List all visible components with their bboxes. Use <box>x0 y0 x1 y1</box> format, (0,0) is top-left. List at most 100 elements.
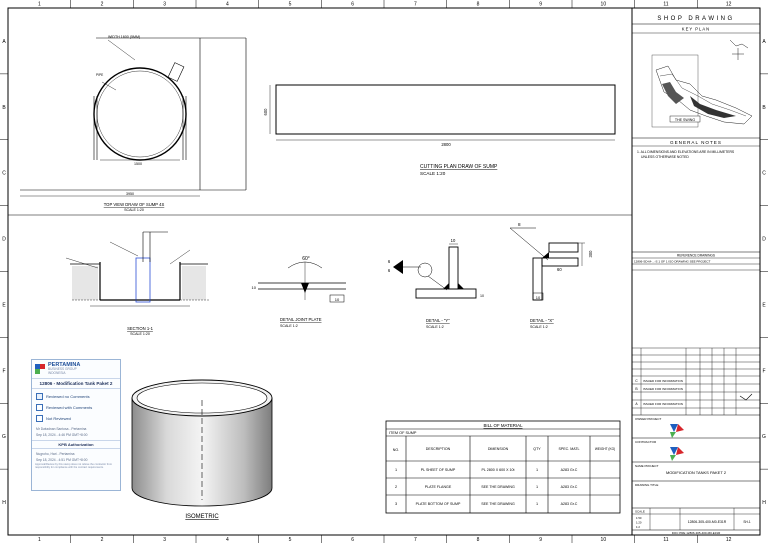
grid-row-label: H <box>2 500 6 506</box>
cutting-plan-title: CUTTING PLAN DRAW OF SUMP <box>420 164 498 170</box>
checkbox-icon[interactable] <box>36 393 43 401</box>
bom-title: BILL OF MATERIAL <box>483 423 523 428</box>
bom-cell: 1 <box>536 502 538 506</box>
review-option-label: Not Reviewed <box>46 416 71 422</box>
detail-x-scale: SCALE 1:2 <box>530 325 548 329</box>
grid-row-label: A <box>762 39 766 45</box>
grid-col-label: 8 <box>477 2 480 8</box>
bom-cell: A283 Gr.C <box>561 502 578 506</box>
owner-label: OWNER PROJECT <box>635 417 662 421</box>
grid-row-label: E <box>762 302 766 308</box>
scale-value: 1:2 <box>636 525 640 529</box>
key-plan-title: KEY PLAN <box>682 27 710 32</box>
grid-col-label: 9 <box>539 537 542 543</box>
review-option-with-comments[interactable]: Reviewed with Comments <box>36 404 116 412</box>
cutting-plan: 2800 600 CUTTING PLAN DRAW OF SUMP SCALE… <box>263 84 616 176</box>
grid-col-label: 4 <box>226 2 229 8</box>
stamp-approver-date: Sep 18, 2024 - 4:51 PM GMT+8:00 <box>36 458 88 463</box>
top-view-label-a: PIPE <box>96 73 103 77</box>
key-plan-map: THE SWING <box>651 39 753 128</box>
grid-col-label: 11 <box>663 2 668 8</box>
general-note-1-cont: UNLESS OTHERWISE NOTED <box>641 155 689 159</box>
checkbox-icon[interactable] <box>36 415 43 423</box>
detail-joint-title: DETAIL JOINT PLATE <box>280 317 322 322</box>
detail-joint-plate: 60° 10 10 DETAIL JOINT PLATE SCALE 1:2 <box>252 256 346 328</box>
bom-cell: PLATE FLANGE <box>425 485 452 489</box>
grid-row-label: A <box>2 39 6 45</box>
grid-col-label: 2 <box>101 537 104 543</box>
detail-y-plate-dim: 10 <box>480 294 484 298</box>
bom-cell: PL SHEET OF SUMP <box>421 468 456 472</box>
bom-cell: A283 Gr.C <box>561 485 578 489</box>
grid-col-label: 4 <box>226 537 229 543</box>
grid-row-label: F <box>762 368 765 374</box>
sheet-number: SH-1 <box>743 520 750 524</box>
grid-col-label: 10 <box>601 537 607 543</box>
bom-header-description: DESCRIPTION <box>426 447 451 451</box>
bom-cell: PL 2800 X 600 X 10t <box>481 468 514 472</box>
shop-drawing-heading: SHOP DRAWING <box>657 16 734 22</box>
cutting-length-dim: 2800 <box>441 142 451 147</box>
bom-cell: A283 Gr.C <box>561 468 578 472</box>
scale-value: 1:20 <box>636 521 642 525</box>
grid-col-label: 9 <box>539 2 542 8</box>
grid-col-label: 1 <box>38 2 41 8</box>
revision-code: B <box>635 387 638 391</box>
bom-subtitle: ITEM OF SUMP <box>389 431 417 435</box>
detail-y-title: DETAIL - "Y" <box>426 318 450 323</box>
grid-row-label: G <box>2 434 6 440</box>
detail-x-weld-size: 8 <box>518 222 521 227</box>
grid-row-label: D <box>2 237 6 243</box>
detail-joint-scale: SCALE 1:2 <box>280 324 298 328</box>
detail-joint-mark: 10 <box>335 297 340 302</box>
stamp-header: PERTAMINA BUSINESS GROUP INDONESIA <box>32 360 120 376</box>
detail-y: 10 6 6 10 DETAIL - "Y" SCALE 1:2 <box>388 238 484 329</box>
top-view-width-dim: 3950 <box>126 192 134 196</box>
isometric-title: ISOMETRIC <box>185 514 219 520</box>
bom-header-spec: SPEC. MATL <box>558 447 579 451</box>
grid-row-label: D <box>762 237 766 243</box>
detail-joint-thickness: 10 <box>252 285 257 290</box>
section-view: SECTION 1-1 SCALE 1:20 <box>65 231 210 336</box>
drawing-number: 12806-305-400-M0-E31R <box>688 520 727 524</box>
grid-col-label: 7 <box>414 2 417 8</box>
grid-col-label: 6 <box>351 2 354 8</box>
stamp-authorization: KPB Authorization <box>32 440 120 450</box>
reference-drawings-title: REFERENCE DRAWINGS <box>677 254 715 258</box>
contractor-label: CONTRACTOR <box>635 440 657 444</box>
grid-col-label: 12 <box>726 537 732 543</box>
grid-row-label: B <box>2 105 6 111</box>
drawing-title-label: DRAWING TITLE <box>635 483 658 487</box>
grid-row-label: E <box>2 302 6 308</box>
grid-col-label: 11 <box>663 537 668 543</box>
review-option-label: Reviewed no Comments <box>46 394 90 400</box>
revision-code: C <box>635 379 638 383</box>
grid-row-label: C <box>762 171 766 177</box>
detail-x-dim-60: 60 <box>557 267 562 272</box>
stamp-title: 12806 - Modification Tank Paket 2 <box>32 378 120 390</box>
bom-header-qty: QTY <box>533 447 541 451</box>
bom-cell: 1 <box>536 485 538 489</box>
project-name: MODIFICATION TANKS PAKET 2 <box>666 470 727 475</box>
checkbox-icon[interactable] <box>36 404 43 412</box>
review-option-not-reviewed[interactable]: Not Reviewed <box>36 415 116 423</box>
grid-row-label: G <box>762 434 766 440</box>
top-view-title: TOP VIEW DRAW OF SUMP 4S <box>104 202 165 207</box>
grid-col-label: 10 <box>601 2 607 8</box>
review-option-no-comments[interactable]: Reviewed no Comments <box>36 393 116 401</box>
grid-col-label: 5 <box>289 537 292 543</box>
detail-x: 8 60 300 10 DETAIL - "X" SCALE 1:2 <box>509 222 593 329</box>
contractor-logo-icon <box>670 447 684 461</box>
detail-y-dim: 10 <box>451 238 456 243</box>
stamp-brand-sub-1: BUSINESS GROUP <box>48 367 77 371</box>
detail-y-weld-size: 6 <box>388 259 391 264</box>
grid-col-label: 2 <box>101 2 104 8</box>
cutting-height-dim: 600 <box>263 108 268 116</box>
reference-drawing-row: 12806-SD-M-...-S 1 OF 1 ISO DRAWING SEE … <box>634 259 711 263</box>
top-view-dim-note: WIDTH 1600 (5MM) <box>108 35 140 39</box>
bom-cell: 2 <box>395 485 397 489</box>
top-view-scale: SCALE 1:20 <box>124 208 144 212</box>
general-notes-title: GENERAL NOTES <box>670 140 722 145</box>
bom-cell: 1 <box>395 468 397 472</box>
